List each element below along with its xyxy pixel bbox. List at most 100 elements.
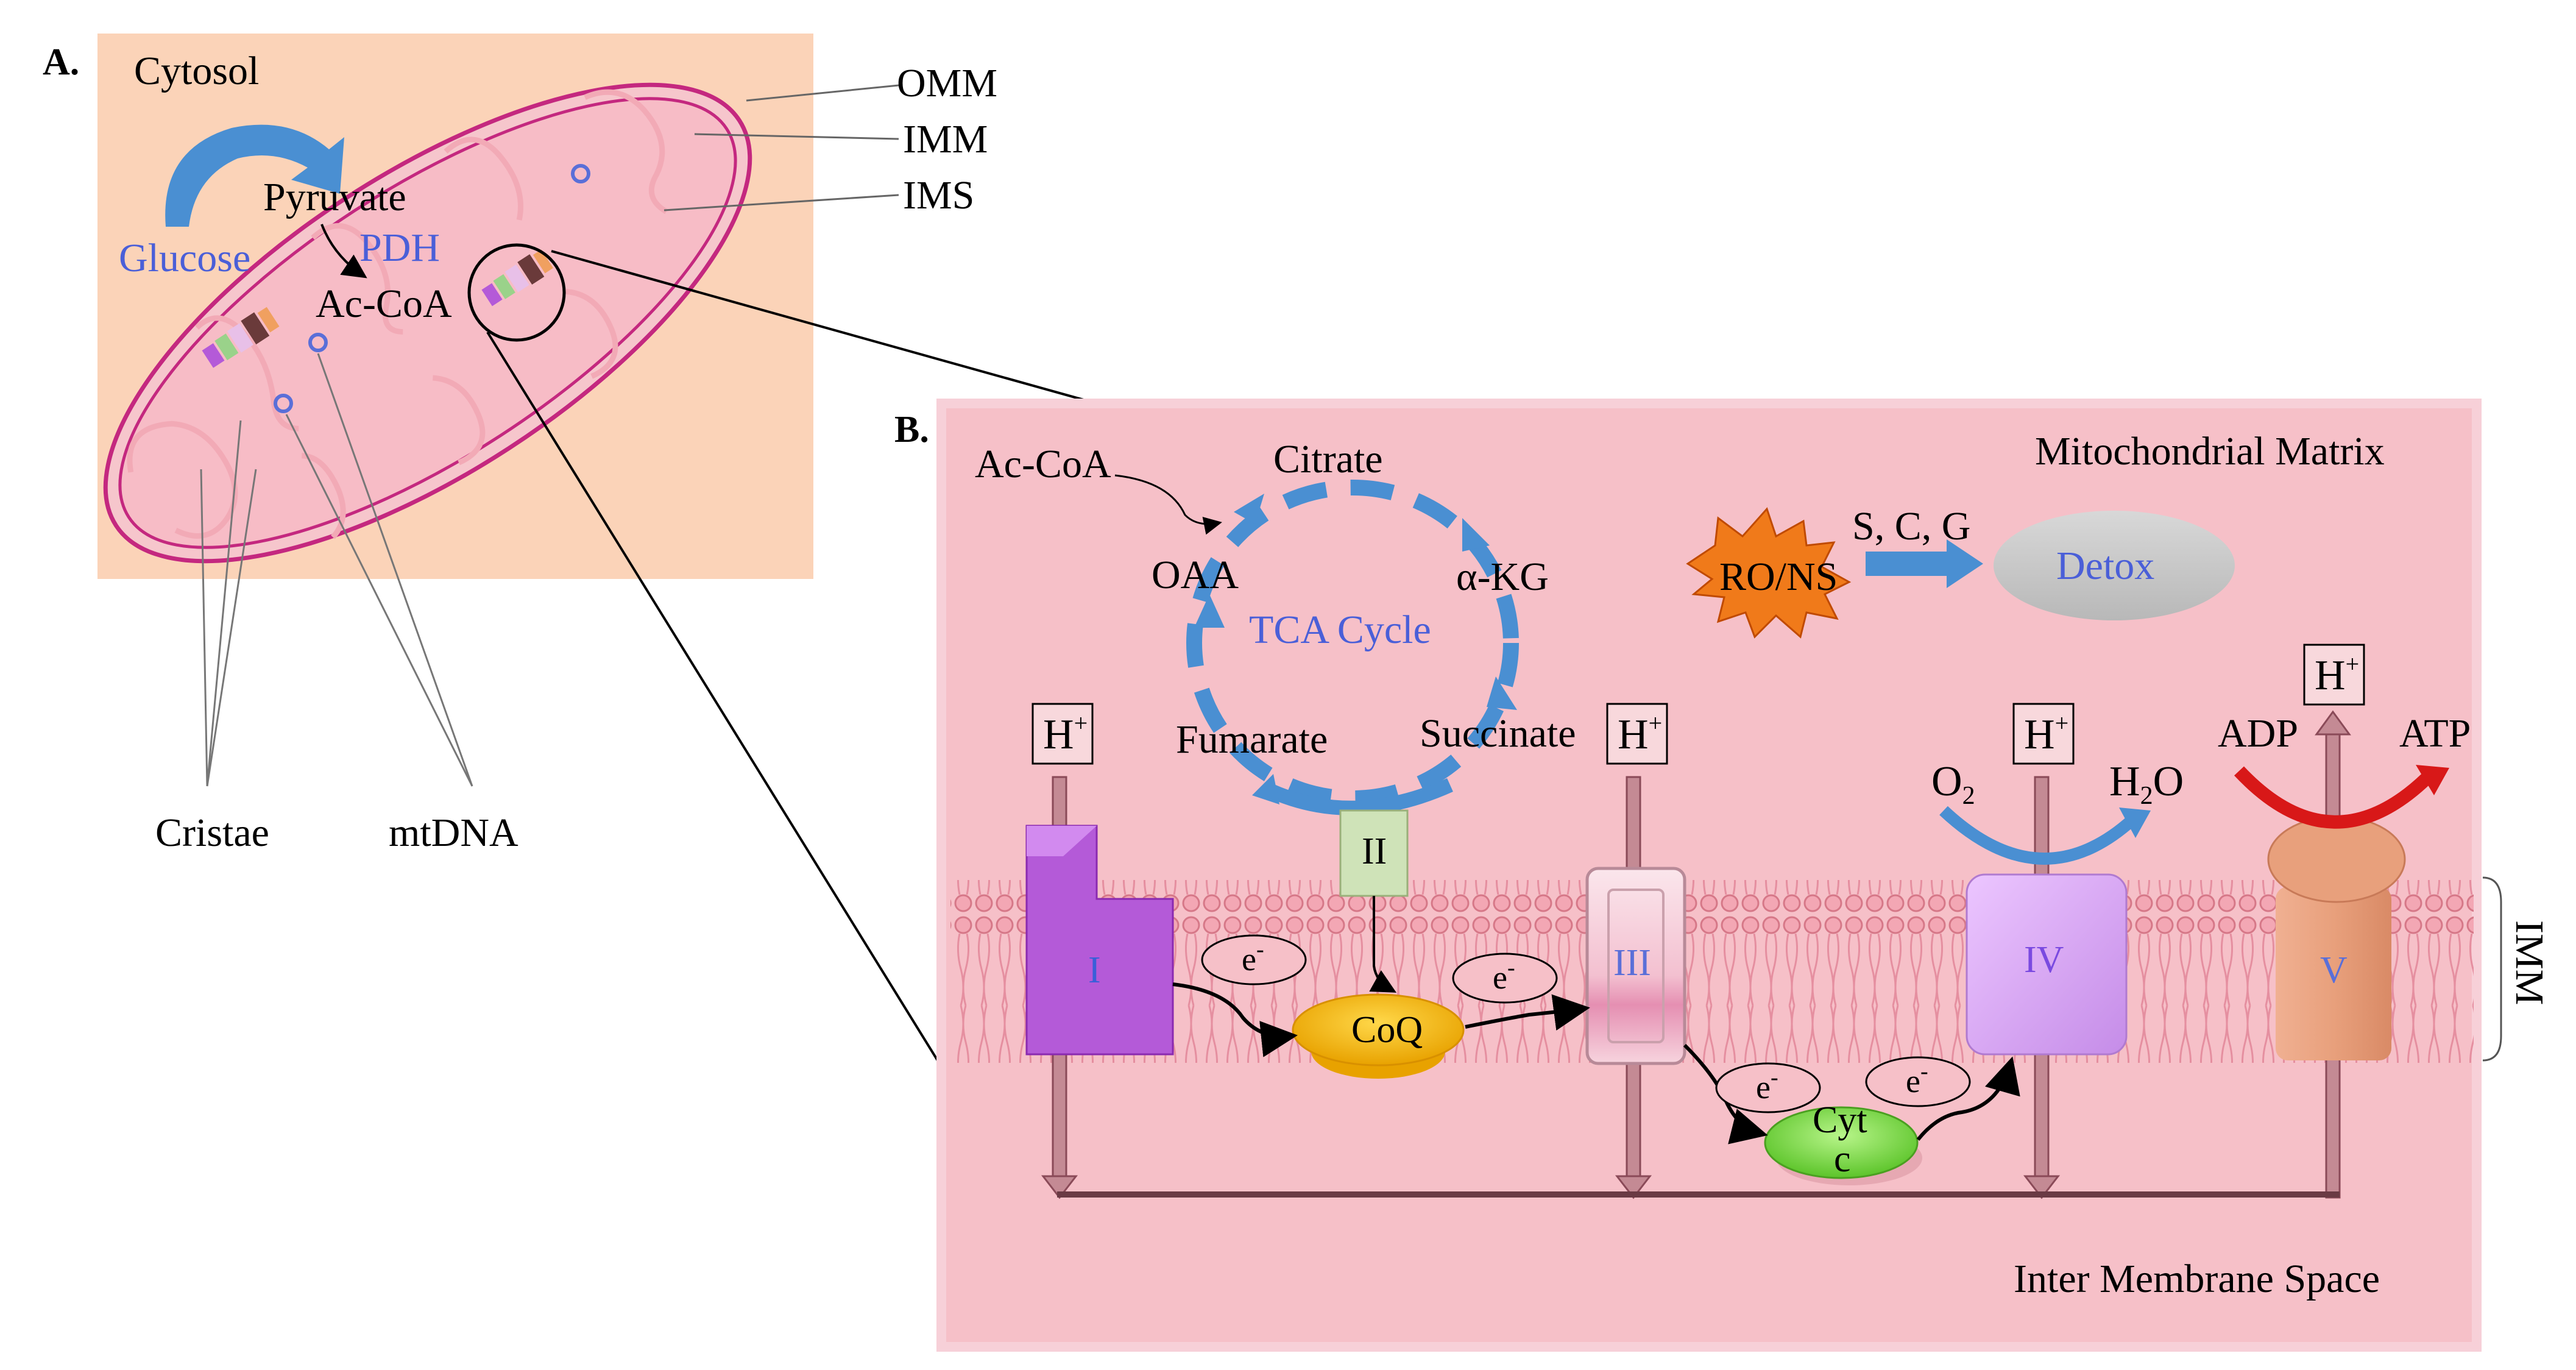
ros-to-detox-arrow <box>1866 539 1983 588</box>
electron-oval-3 <box>1715 1062 1821 1113</box>
panel-b-label: B. <box>894 409 929 450</box>
ims-baseline <box>1057 1191 2340 1198</box>
panel-a-label: A. <box>43 41 79 83</box>
proton-arrowhead-v <box>2315 710 2351 736</box>
complex-v-stalk <box>2276 887 2391 1060</box>
complex-iii: III <box>1585 867 1686 1065</box>
proton-arrowhead-iv <box>2023 1175 2061 1199</box>
ims-label: IMS <box>903 173 974 218</box>
adp-to-atp-arc <box>2234 766 2436 829</box>
complex-v-label: V <box>2320 949 2348 991</box>
tca-citrate-label: Citrate <box>1273 437 1383 481</box>
zoom-line-bottom <box>486 331 943 1068</box>
mtdna-leader-2 <box>285 414 473 787</box>
mtdna-circle-1 <box>571 164 590 183</box>
mitochondrion <box>103 82 752 564</box>
electron-arrow-cytc-to-iv <box>1916 1056 2020 1141</box>
h2o-label: H2O <box>2109 758 2184 810</box>
complex-i-highlight <box>1027 826 1097 856</box>
adp-to-atp-arrowhead <box>2416 765 2449 795</box>
cytochrome-c: Cyt c <box>1764 1099 1922 1185</box>
cristae-leader-3 <box>206 420 242 787</box>
imm-side-label: IMM <box>2507 920 2552 1005</box>
complex-iii-inner <box>1607 889 1665 1043</box>
tca-arrowhead-left <box>1194 594 1225 628</box>
tca-bottom-arc <box>1264 778 1453 815</box>
pyruvate-to-accoa-arrow <box>320 224 367 279</box>
ros-detox: RO/NS S, C, G Detox <box>1686 504 2235 639</box>
proton-arrowhead-i <box>1041 1175 1078 1199</box>
complex-iii-label: III <box>1613 942 1651 984</box>
mini-complexes-right <box>481 249 553 307</box>
mtdna-circle-2 <box>308 333 328 352</box>
tca-cycle: Ac-CoA Citrate α-KG OAA TCA Cycle Fumara… <box>975 437 1576 815</box>
accoa-to-cycle-arrow <box>1114 474 1222 535</box>
imm-label: IMM <box>903 117 988 161</box>
membrane-bilayer <box>950 880 2474 1063</box>
mtdna-label: mtDNA <box>389 811 518 855</box>
cristae-folds <box>127 89 668 539</box>
complex-iv-label: IV <box>2024 939 2064 981</box>
proton-label-iii: H+ <box>1618 709 1662 758</box>
proton-box-i <box>1031 703 1094 765</box>
proton-label-i: H+ <box>1043 709 1088 758</box>
cristae-leader-2 <box>206 469 257 787</box>
proton-box-iv <box>2012 703 2075 765</box>
ros-label: RO/NS <box>1719 555 1838 599</box>
matrix-box <box>936 399 2482 1352</box>
tca-cycle-label: TCA Cycle <box>1249 608 1431 652</box>
inner-mitochondrial-membrane <box>118 97 737 549</box>
coq: CoQ <box>1292 993 1465 1079</box>
o2-to-h2o-arrowhead <box>2119 807 2151 838</box>
electron-oval-2 <box>1452 953 1558 1004</box>
electron-label-4: e- <box>1906 1059 1928 1099</box>
tca-dashed-circle <box>1186 480 1519 806</box>
glucose-label: Glucose <box>119 236 250 280</box>
accoa-label-a: Ac-CoA <box>316 282 452 326</box>
proton-boxes: H+ H+ H+ H+ <box>1031 644 2365 765</box>
panel-b: B. Mitochondrial Matrix Inter Membrane S… <box>894 399 2552 1352</box>
tca-accoa-label: Ac-CoA <box>975 442 1111 486</box>
electron-label-2: e- <box>1493 955 1515 996</box>
electron-labels: e- e- e- e- <box>1201 934 1971 1113</box>
complex-iv-shape <box>1966 873 2128 1056</box>
complex-ii: II <box>1339 809 1409 993</box>
coq-label: CoQ <box>1351 1009 1423 1051</box>
proton-box-v <box>2303 644 2365 706</box>
electron-label-1: e- <box>1242 937 1264 978</box>
panel-a: A. Cytosol <box>43 34 1097 1068</box>
detox-label: Detox <box>2056 544 2154 588</box>
cytc-label-line2: c <box>1834 1138 1851 1180</box>
electron-oval-4 <box>1865 1056 1971 1107</box>
glucose-to-pyruvate-arrow <box>165 124 344 227</box>
zoom-circle <box>467 243 566 342</box>
cytosol-label: Cytosol <box>134 49 259 93</box>
tca-fumarate-label: Fumarate <box>1176 717 1328 762</box>
tca-arrowhead-right <box>1487 676 1517 710</box>
complex-iv: IV O2 H2O <box>1931 758 2184 1056</box>
tca-oaa-label: OAA <box>1152 553 1239 597</box>
ros-starburst <box>1686 507 1852 639</box>
adp-label: ADP <box>2218 711 2298 756</box>
tca-bottom-arrowhead <box>1252 774 1279 804</box>
cytc-label-line1: Cyt <box>1813 1099 1867 1141</box>
complex-ii-to-coq-arrow <box>1369 896 1396 993</box>
proton-arrowhead-iii <box>1615 1175 1652 1199</box>
tca-arrowhead-top-right <box>1462 518 1490 552</box>
atp-label: ATP <box>2399 711 2471 756</box>
complex-i: I <box>1025 825 1174 1056</box>
electron-arrow-coq-to-iii <box>1465 994 1590 1031</box>
detox-ellipse <box>1994 511 2235 620</box>
ims-leader <box>663 194 899 211</box>
intermembrane-label: Inter Membrane Space <box>2014 1257 2380 1301</box>
o2-label: O2 <box>1931 758 1975 810</box>
omm-leader <box>746 84 899 102</box>
complex-iii-shape <box>1585 867 1686 1065</box>
scg-label: S, C, G <box>1852 504 1970 548</box>
mtdna-leader-1 <box>317 353 473 787</box>
imm-leader <box>694 133 899 140</box>
pyruvate-label: Pyruvate <box>263 175 406 219</box>
complex-v-head <box>2267 815 2406 903</box>
proton-box-iii <box>1606 703 1668 765</box>
